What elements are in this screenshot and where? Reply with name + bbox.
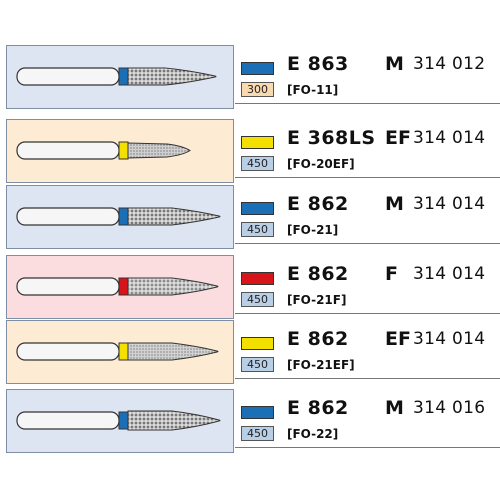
row-divider bbox=[235, 177, 500, 178]
grit-color-band bbox=[118, 207, 129, 226]
grit-code: M bbox=[385, 193, 404, 215]
bur-illustration bbox=[16, 207, 221, 226]
product-row-3: E 862 F 314 014 450 [FO-21F] bbox=[0, 255, 500, 319]
iso-identifier: [FO-21F] bbox=[287, 293, 347, 307]
grit-color-swatch bbox=[241, 337, 274, 350]
reference-number: 314 014 bbox=[413, 329, 486, 349]
size-box: 450 bbox=[241, 357, 274, 372]
diamond-head bbox=[127, 207, 221, 226]
product-code: E 863 bbox=[287, 53, 349, 75]
product-code: E 862 bbox=[287, 397, 349, 419]
size-box: 450 bbox=[241, 222, 274, 237]
grit-code: F bbox=[385, 263, 398, 285]
bur-illustration bbox=[16, 410, 221, 431]
grit-color-swatch bbox=[241, 202, 274, 215]
product-row-1: E 368LS EF 314 014 450 [FO-20EF] bbox=[0, 119, 500, 183]
iso-identifier: [FO-20EF] bbox=[287, 157, 355, 171]
product-code: E 862 bbox=[287, 193, 349, 215]
bur-panel bbox=[6, 320, 234, 384]
grit-color-band bbox=[118, 141, 129, 160]
row-divider bbox=[235, 243, 500, 244]
diamond-head bbox=[127, 342, 219, 361]
bur-illustration bbox=[16, 342, 219, 361]
row-divider bbox=[235, 447, 500, 448]
diamond-head bbox=[127, 277, 219, 296]
iso-identifier: [FO-11] bbox=[287, 83, 339, 97]
diamond-head bbox=[127, 142, 191, 159]
grit-color-band bbox=[118, 411, 129, 430]
row-divider bbox=[235, 313, 500, 314]
reference-number: 314 014 bbox=[413, 128, 486, 148]
size-box: 450 bbox=[241, 292, 274, 307]
grit-color-swatch bbox=[241, 272, 274, 285]
grit-color-swatch bbox=[241, 406, 274, 419]
product-row-2: E 862 M 314 014 450 [FO-21] bbox=[0, 185, 500, 249]
product-row-4: E 862 EF 314 014 450 [FO-21EF] bbox=[0, 320, 500, 384]
reference-number: 314 016 bbox=[413, 398, 486, 418]
iso-identifier: [FO-22] bbox=[287, 427, 339, 441]
grit-color-swatch bbox=[241, 62, 274, 75]
bur-panel bbox=[6, 119, 234, 183]
size-box: 450 bbox=[241, 156, 274, 171]
bur-panel bbox=[6, 389, 234, 453]
bur-illustration bbox=[16, 67, 217, 86]
diamond-head bbox=[127, 410, 221, 431]
row-divider bbox=[235, 103, 500, 104]
reference-number: 314 014 bbox=[413, 194, 486, 214]
bur-panel bbox=[6, 45, 234, 109]
grit-code: EF bbox=[385, 127, 411, 149]
product-code: E 368LS bbox=[287, 127, 376, 149]
reference-number: 314 012 bbox=[413, 54, 486, 74]
grit-color-band bbox=[118, 277, 129, 296]
grit-color-swatch bbox=[241, 136, 274, 149]
reference-number: 314 014 bbox=[413, 264, 486, 284]
diamond-head bbox=[127, 67, 217, 86]
grit-code: M bbox=[385, 397, 404, 419]
iso-identifier: [FO-21EF] bbox=[287, 358, 355, 372]
row-divider bbox=[235, 378, 500, 379]
bur-illustration bbox=[16, 277, 219, 296]
size-box: 300 bbox=[241, 82, 274, 97]
iso-identifier: [FO-21] bbox=[287, 223, 339, 237]
grit-code: M bbox=[385, 53, 404, 75]
size-box: 450 bbox=[241, 426, 274, 441]
grit-color-band bbox=[118, 342, 129, 361]
product-row-0: E 863 M 314 012 300 [FO-11] bbox=[0, 45, 500, 109]
grit-code: EF bbox=[385, 328, 411, 350]
grit-color-band bbox=[118, 67, 129, 86]
bur-illustration bbox=[16, 141, 191, 160]
product-code: E 862 bbox=[287, 328, 349, 350]
bur-panel bbox=[6, 255, 234, 319]
product-row-5: E 862 M 314 016 450 [FO-22] bbox=[0, 389, 500, 453]
product-code: E 862 bbox=[287, 263, 349, 285]
bur-panel bbox=[6, 185, 234, 249]
